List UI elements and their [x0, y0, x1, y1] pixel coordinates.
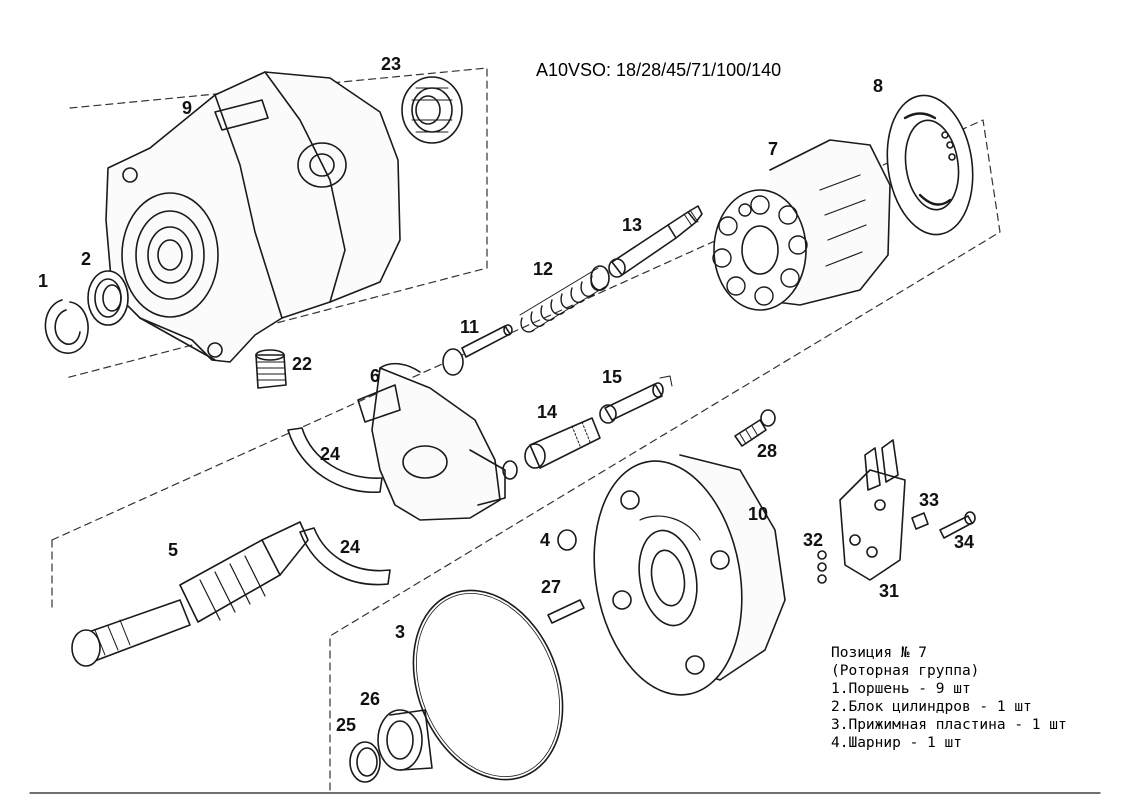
part-5-drive-shaft — [71, 521, 309, 667]
part-26-bearing — [377, 709, 433, 771]
part-24-bearing-shell-lower — [299, 527, 391, 586]
part-22-plug — [255, 349, 287, 389]
part-1-snap-ring — [44, 299, 89, 354]
callout-14: 14 — [537, 402, 558, 422]
callout-11: 11 — [460, 317, 480, 337]
rotary-group-legend: Позиция № 7 (Роторная группа) 1.Поршень … — [831, 644, 1067, 752]
callout-1: 1 — [38, 271, 49, 291]
legend-item: 3.Прижимная пластина - 1 шт — [831, 717, 1067, 733]
callout-5: 5 — [168, 540, 179, 560]
callout-7: 7 — [768, 139, 779, 159]
part-9-housing — [105, 71, 401, 363]
part-14-sleeve — [524, 417, 601, 469]
part-4-o-ring — [557, 529, 577, 551]
callout-9: 9 — [182, 98, 193, 118]
callout-13: 13 — [622, 215, 643, 235]
callout-22: 22 — [292, 354, 313, 374]
part-13-stud — [608, 205, 703, 278]
callout-6: 6 — [370, 366, 381, 386]
callout-24-lower: 24 — [340, 537, 361, 557]
callout-2: 2 — [81, 249, 92, 269]
part-3-large-o-ring — [412, 589, 564, 781]
legend-subheading: (Роторная группа) — [831, 663, 980, 679]
callout-26: 26 — [360, 689, 381, 709]
callout-10: 10 — [748, 504, 769, 524]
part-34-screw — [939, 511, 976, 539]
callout-25: 25 — [336, 715, 357, 735]
part-25-ring — [349, 741, 381, 783]
part-32-small-rings — [817, 550, 827, 584]
callout-32: 32 — [803, 530, 824, 550]
callout-15: 15 — [602, 367, 623, 387]
part-15-pin — [599, 375, 673, 424]
part-6-swash-plate — [357, 362, 518, 521]
callout-3: 3 — [395, 622, 406, 642]
callout-28: 28 — [757, 441, 778, 461]
callout-24-upper: 24 — [320, 444, 341, 464]
callout-8: 8 — [873, 76, 884, 96]
part-10-port-cover — [593, 454, 786, 696]
legend-item: 2.Блок цилиндров - 1 шт — [831, 699, 1032, 715]
callout-4: 4 — [540, 530, 551, 550]
callout-34: 34 — [954, 532, 975, 552]
part-11-pin — [442, 324, 513, 376]
callout-12: 12 — [533, 259, 554, 279]
diagram-title: A10VSO: 18/28/45/71/100/140 — [536, 60, 782, 80]
callout-31: 31 — [879, 581, 900, 601]
part-33-nut — [911, 512, 929, 530]
callout-27: 27 — [541, 577, 562, 597]
callout-33: 33 — [919, 490, 940, 510]
part-27-dowel-pin — [547, 599, 585, 624]
part-28-screw — [734, 409, 776, 447]
legend-item: 4.Шарнир - 1 шт — [831, 735, 962, 751]
part-12-spring — [519, 265, 610, 333]
legend-item: 1.Поршень - 9 шт — [831, 681, 971, 697]
part-23-bearing — [401, 76, 463, 144]
legend-heading: Позиция № 7 — [831, 645, 928, 661]
part-7-rotary-group — [712, 139, 891, 311]
part-8-port-plate — [886, 94, 974, 236]
part-24-bearing-shell-upper — [287, 427, 383, 493]
callout-23: 23 — [381, 54, 402, 74]
part-31-control-valve — [839, 439, 906, 581]
part-2-shaft-seal — [87, 270, 129, 326]
